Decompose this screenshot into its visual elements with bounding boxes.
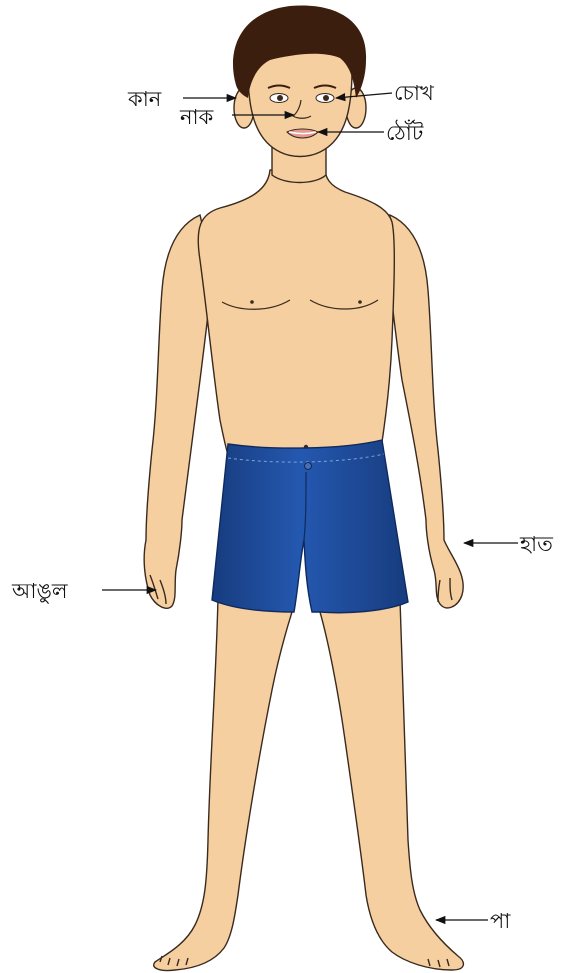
label-eye: চোখ: [394, 81, 435, 105]
label-hand: হাত: [519, 532, 554, 556]
head: [233, 5, 366, 156]
torso: [198, 168, 394, 455]
legs: [154, 598, 464, 971]
label-lips: ঠোঁট: [386, 120, 424, 145]
shorts: [212, 440, 408, 613]
label-ear: কান: [127, 87, 162, 111]
left-leg: [154, 598, 292, 971]
label-nose: নাক: [179, 105, 214, 129]
label-finger: আঙুল: [11, 579, 68, 604]
right-leg: [320, 600, 463, 970]
label-foot: পা: [490, 909, 511, 933]
